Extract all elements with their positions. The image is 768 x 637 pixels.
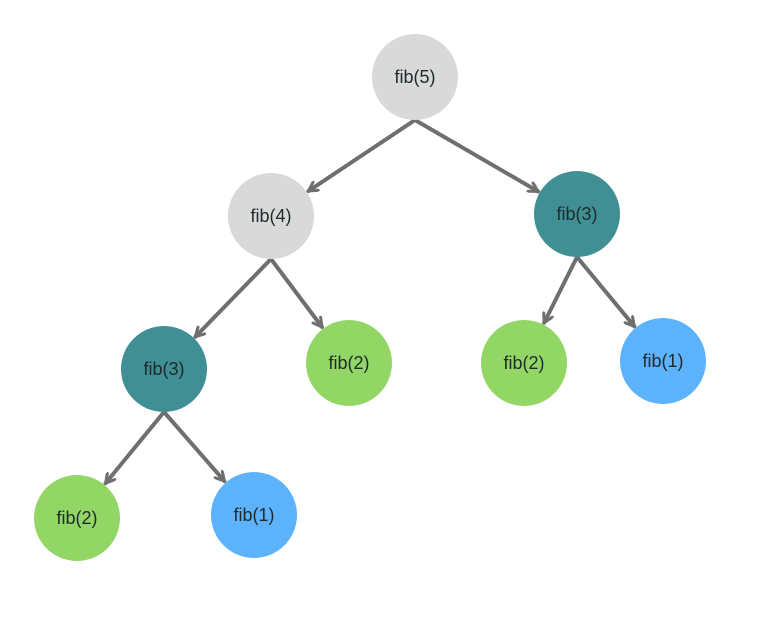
edge-arrow	[193, 257, 273, 339]
edges-layer	[103, 118, 637, 486]
edge-arrow	[162, 410, 227, 484]
node-circle	[121, 326, 207, 412]
node-label: fib(2)	[328, 353, 369, 373]
node-circle	[228, 173, 314, 259]
node-label: fib(1)	[642, 351, 683, 371]
tree-node: fib(4)	[228, 173, 314, 259]
tree-node: fib(5)	[372, 34, 458, 120]
node-circle	[534, 171, 620, 257]
node-circle	[34, 475, 120, 561]
tree-node: fib(3)	[534, 171, 620, 257]
nodes-layer: fib(5) fib(4) fib(3) fib(3) fib(2) fib(2) fib(…	[34, 34, 706, 561]
tree-node: fib(2)	[34, 475, 120, 561]
tree-node: fib(2)	[306, 320, 392, 406]
node-circle	[211, 472, 297, 558]
tree-node: fib(2)	[481, 320, 567, 406]
node-circle	[620, 318, 706, 404]
edge-arrow	[413, 118, 541, 194]
node-label: fib(3)	[143, 359, 184, 379]
node-label: fib(2)	[503, 353, 544, 373]
edge-arrow	[542, 255, 579, 325]
edge-arrow	[575, 255, 637, 329]
node-label: fib(2)	[56, 508, 97, 528]
edge-arrow	[306, 118, 417, 194]
node-label: fib(3)	[556, 204, 597, 224]
edge-arrow	[103, 410, 166, 486]
tree-node: fib(3)	[121, 326, 207, 412]
tree-node: fib(1)	[211, 472, 297, 558]
node-label: fib(4)	[250, 206, 291, 226]
node-circle	[306, 320, 392, 406]
node-circle	[372, 34, 458, 120]
node-label: fib(1)	[233, 505, 274, 525]
tree-node: fib(1)	[620, 318, 706, 404]
node-label: fib(5)	[394, 67, 435, 87]
edge-arrow	[269, 257, 324, 329]
node-circle	[481, 320, 567, 406]
